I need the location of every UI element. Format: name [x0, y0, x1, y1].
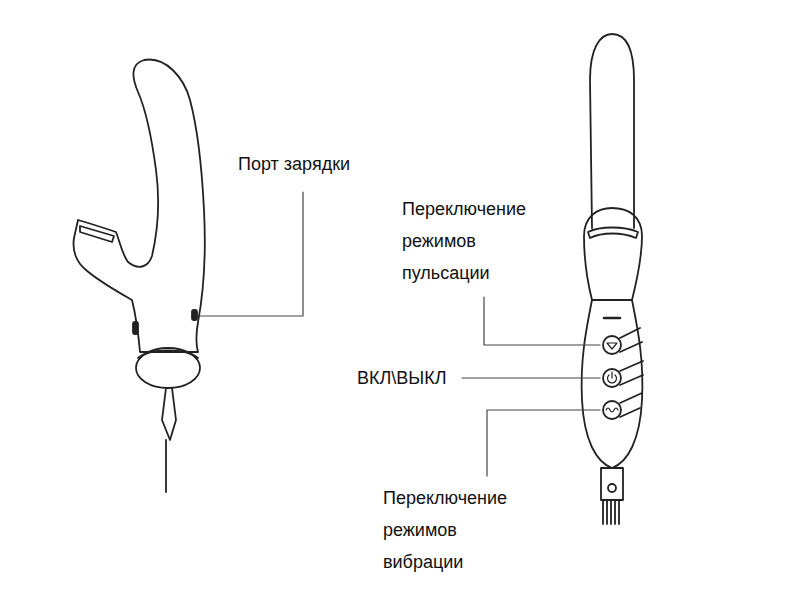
lanyard-hole	[608, 484, 616, 492]
vibration-icon	[606, 408, 618, 412]
leader-pulse	[484, 297, 600, 345]
device-shaft-front	[590, 34, 634, 228]
callout-label: Порт зарядки	[238, 148, 350, 180]
power-button	[603, 369, 621, 387]
handle-cap	[136, 348, 200, 388]
charging-port	[192, 310, 197, 320]
lanyard-tag-right	[601, 468, 623, 500]
device-body-side	[74, 60, 205, 352]
leader-vibration	[487, 410, 600, 476]
button-stripes	[620, 328, 643, 417]
callout-label: Переключение режимов пульсации	[402, 193, 526, 289]
handle-band	[138, 351, 198, 359]
power-icon	[608, 372, 617, 383]
stimulator-band	[588, 228, 638, 239]
stimulator-tip	[80, 226, 114, 242]
leader-power	[462, 377, 600, 378]
pulse-icon	[607, 343, 617, 349]
pulse-button	[603, 336, 621, 354]
lanyard-strands	[603, 500, 619, 524]
button-side	[133, 322, 138, 334]
lanyard-left	[162, 388, 176, 440]
device-stimulator-front	[584, 208, 642, 300]
device-handle-front	[582, 300, 643, 468]
leader-charging	[200, 192, 303, 316]
lanyard-cord-left	[165, 440, 167, 492]
callout-label: Переключение режимов вибрации	[383, 482, 507, 578]
logo-mark	[604, 317, 620, 320]
vibration-button	[603, 401, 621, 419]
callout-label: ВКЛ\ВЫКЛ	[357, 362, 447, 394]
